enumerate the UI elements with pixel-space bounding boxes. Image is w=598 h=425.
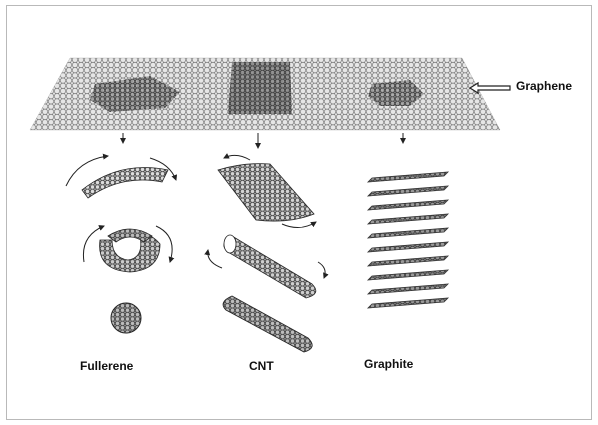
cnt-label: CNT — [249, 359, 274, 373]
fullerene-label: Fullerene — [80, 359, 133, 373]
graphene-label: Graphene — [516, 79, 572, 93]
graphite-label: Graphite — [364, 357, 413, 371]
